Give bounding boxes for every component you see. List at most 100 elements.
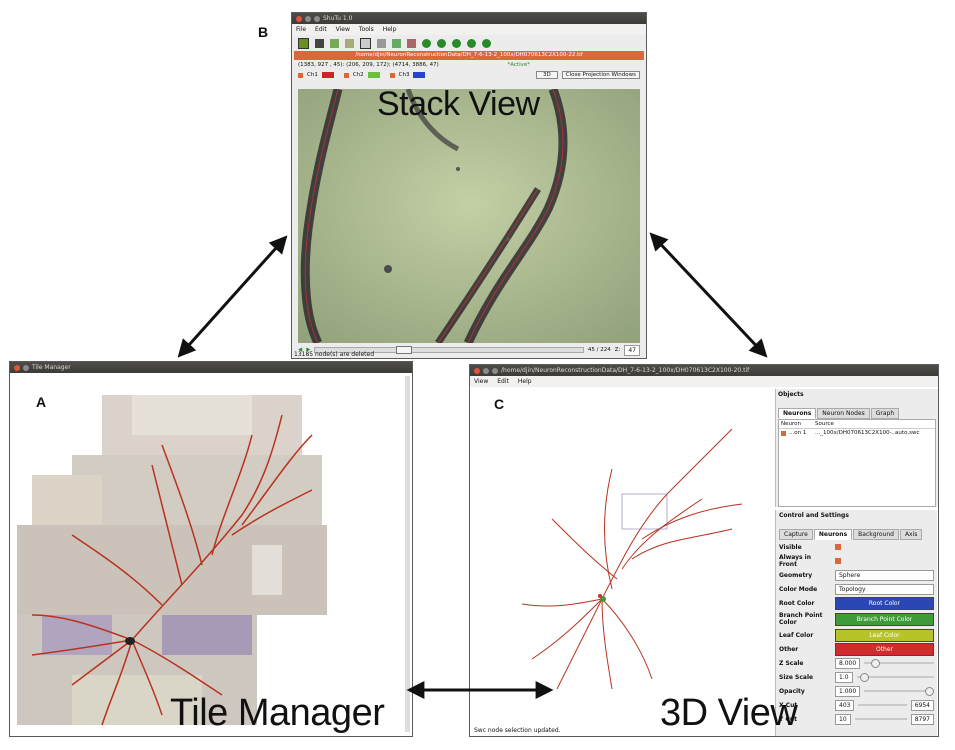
menu-tools[interactable]: Tools <box>358 26 374 33</box>
always-front-row: Always in Front <box>779 554 934 568</box>
opacity-field[interactable]: 1.000 <box>835 685 861 697</box>
close-icon[interactable] <box>296 15 302 22</box>
ch3-checkbox[interactable] <box>389 72 395 78</box>
col-neuron: Neuron <box>781 421 801 427</box>
maximize-icon[interactable] <box>314 15 320 22</box>
tile-manager-label: Tile Manager <box>170 692 385 734</box>
menu-file[interactable]: File <box>296 26 307 33</box>
x-cut-label: X Cut <box>779 701 798 709</box>
row-source: ..._100x/DH070613C2X100-..auto.swc <box>815 430 920 436</box>
trace-icon[interactable] <box>377 38 386 48</box>
ch2-checkbox[interactable] <box>343 72 349 78</box>
tab-axis[interactable]: Axis <box>899 529 923 540</box>
geometry-select[interactable]: Sphere <box>835 569 934 581</box>
size-scale-slider[interactable] <box>856 673 934 682</box>
menu-edit[interactable]: Edit <box>315 26 327 33</box>
tree-icon[interactable] <box>330 38 339 48</box>
stack-image[interactable] <box>298 89 640 343</box>
root-color-button[interactable]: Root Color <box>835 596 934 610</box>
z-field[interactable]: 47 <box>624 344 640 356</box>
x-cut-slider[interactable] <box>858 704 907 706</box>
neuron-3d-canvas[interactable] <box>472 389 772 709</box>
zoom-icon[interactable] <box>360 37 371 49</box>
z-scale-slider[interactable] <box>864 659 934 668</box>
tile-manager-titlebar: Tile Manager <box>10 362 412 373</box>
geometry-label: Geometry <box>779 571 813 579</box>
table-row[interactable]: ...on 1 ..._100x/DH070613C2X100-..auto.s… <box>779 429 935 437</box>
x-cut-min-field[interactable]: 403 <box>835 699 855 711</box>
channel-bar: Ch1 Ch2 Ch3 3D Close Projection Windows <box>292 70 646 80</box>
ch1-checkbox[interactable] <box>298 72 303 78</box>
objects-header: Objects <box>778 391 804 398</box>
tab-background[interactable]: Background <box>853 529 899 540</box>
stop-icon[interactable] <box>452 38 461 48</box>
maximize-icon[interactable] <box>492 367 498 374</box>
prev-slice-icon[interactable]: ◀ <box>298 347 303 353</box>
visible-checkbox[interactable] <box>835 544 841 550</box>
next-slice-icon[interactable]: ▶ <box>306 347 311 353</box>
x-cut-max-field[interactable]: 6954 <box>910 699 934 711</box>
active-status: *Active* <box>507 62 530 68</box>
leaf-color-button[interactable]: Leaf Color <box>835 628 934 642</box>
minimize-icon[interactable] <box>305 15 311 22</box>
y-cut-min-field[interactable]: 10 <box>835 713 851 725</box>
close-projection-button[interactable]: Close Projection Windows <box>561 71 640 79</box>
menu-help[interactable]: Help <box>382 26 397 33</box>
tab-neurons[interactable]: Neurons <box>778 408 817 419</box>
opacity-label: Opacity <box>779 687 805 695</box>
close-icon[interactable] <box>14 364 20 371</box>
eye-icon[interactable] <box>467 38 476 48</box>
other-color-button[interactable]: Other <box>835 642 934 656</box>
leaf-color-label: Leaf Color <box>779 631 814 639</box>
tile-scrollbar[interactable] <box>405 376 410 732</box>
branch-color-button[interactable]: Branch Point Color <box>835 612 934 626</box>
slice-bar: ◀ ▶ 45 / 224 Z: 47 <box>298 344 640 356</box>
close-icon[interactable] <box>474 367 480 374</box>
opacity-slider[interactable] <box>864 687 934 696</box>
ch1-swatch[interactable] <box>321 72 334 78</box>
tab-neuron-nodes[interactable]: Neuron Nodes <box>817 408 870 419</box>
ch3-label: Ch3 <box>398 72 410 78</box>
size-scale-field[interactable]: 1.0 <box>835 671 853 683</box>
ch3-swatch[interactable] <box>413 72 426 78</box>
panel-label-a: A <box>36 394 47 410</box>
minimize-icon[interactable] <box>23 364 29 371</box>
info-bar: (1383, 927 , 45): (206, 209, 172); (4714… <box>292 60 646 70</box>
menu-edit[interactable]: Edit <box>497 378 509 385</box>
z-scale-field[interactable]: 8.000 <box>835 657 861 669</box>
always-front-checkbox[interactable] <box>835 558 841 564</box>
go-icon[interactable] <box>422 38 431 48</box>
y-cut-max-field[interactable]: 8797 <box>910 713 934 725</box>
always-front-label: Always in Front <box>779 554 812 568</box>
z-scale-label: Z Scale <box>779 659 804 667</box>
menu-view[interactable]: View <box>335 26 350 33</box>
brush-icon[interactable] <box>345 38 354 48</box>
view3d-label: 3D View <box>660 692 798 734</box>
color-mode-select[interactable]: Topology <box>835 583 934 595</box>
help-icon[interactable] <box>482 38 491 48</box>
tab-neurons-settings[interactable]: Neurons <box>813 529 853 540</box>
ch2-swatch[interactable] <box>367 72 380 78</box>
save-icon[interactable] <box>315 38 324 48</box>
y-cut-slider[interactable] <box>854 718 907 720</box>
menu-view[interactable]: View <box>474 378 489 385</box>
record-icon[interactable] <box>437 38 446 48</box>
row-checkbox[interactable] <box>781 430 786 436</box>
slice-slider[interactable] <box>314 346 584 354</box>
open-icon[interactable] <box>298 37 309 49</box>
tab-graph[interactable]: Graph <box>870 408 900 419</box>
tile-mosaic[interactable] <box>12 375 404 737</box>
menu-help[interactable]: Help <box>517 378 532 385</box>
minimize-icon[interactable] <box>483 367 489 374</box>
size-scale-label: Size Scale <box>779 673 814 681</box>
3d-button[interactable]: 3D <box>536 71 558 79</box>
grid-icon[interactable] <box>407 38 416 48</box>
graph-icon[interactable] <box>392 38 401 48</box>
tab-capture[interactable]: Capture <box>779 529 813 540</box>
